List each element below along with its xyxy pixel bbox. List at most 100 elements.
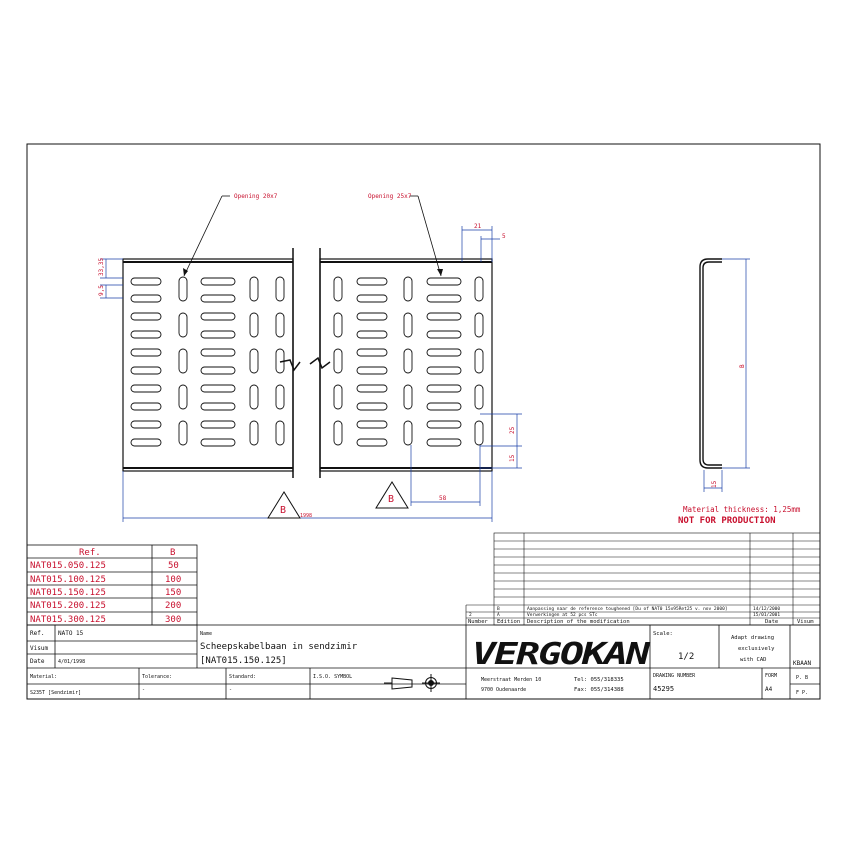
drawing-name-line2: [NAT015.150.125] <box>200 656 287 666</box>
rev-a-text: Verwerkingen at 52 pcs STc <box>527 612 598 618</box>
horizontal-slot <box>130 294 162 303</box>
dim-profile-height: B <box>739 364 746 368</box>
horizontal-slot <box>356 348 388 357</box>
rev-b-date: 14/12/2000 <box>753 606 780 612</box>
vertical-slot <box>403 348 413 374</box>
dim-right-15: 15 <box>509 454 516 462</box>
horizontal-slot <box>356 366 388 375</box>
horizontal-slot <box>130 312 162 321</box>
standard-value: - <box>229 687 232 693</box>
horizontal-slot <box>130 420 162 429</box>
vertical-slot <box>249 276 259 302</box>
b-row-3: 200 <box>165 601 181 611</box>
rev-b-edition: B <box>497 606 500 612</box>
code: KBAAN <box>793 660 811 667</box>
dim-top-5: 5 <box>502 233 506 240</box>
sheet-border <box>26 143 821 700</box>
scale-label: Scale: <box>653 631 673 637</box>
b-row-0: 50 <box>168 561 179 571</box>
dim-total-length: 1998 <box>300 513 312 519</box>
format-value: A4 <box>765 686 773 693</box>
page-label: P. B <box>796 675 808 681</box>
b-row-4: 300 <box>165 615 181 625</box>
plan-view <box>122 248 493 478</box>
break-zigzag-right <box>309 356 331 370</box>
visum-label: Visum <box>30 645 48 652</box>
vertical-slot <box>249 420 259 446</box>
rev-header-edition: Edition <box>497 619 520 625</box>
horizontal-slot <box>200 402 236 411</box>
vertical-slot <box>403 312 413 338</box>
standard-label: Standard: <box>229 674 256 680</box>
vertical-slot <box>333 312 343 338</box>
page-total: F P. <box>796 690 808 696</box>
right-panel-outline <box>319 258 493 472</box>
horizontal-slot <box>356 294 388 303</box>
vertical-slot <box>275 276 285 302</box>
vertical-slot <box>333 276 343 302</box>
reference-table <box>26 544 198 626</box>
vertical-slot <box>249 348 259 374</box>
section-marker-right: B <box>375 481 409 509</box>
dim-58: 58 <box>439 495 447 502</box>
ref-value: NATO 15 <box>58 630 84 637</box>
horizontal-slot <box>130 402 162 411</box>
break-zigzag-left <box>279 359 301 372</box>
vertical-slot <box>249 312 259 338</box>
horizontal-slot <box>130 438 162 447</box>
iso-projection-symbol <box>384 674 440 692</box>
drawing-number: 45295 <box>653 685 674 693</box>
reference-table-text: Ref. B NAT015.050.125 50 NAT015.100.125 … <box>30 548 181 625</box>
vertical-slot <box>275 348 285 374</box>
horizontal-slot <box>356 312 388 321</box>
section-marker-left: B <box>267 491 301 519</box>
svg-text:B: B <box>280 505 286 516</box>
horizontal-slot <box>130 348 162 357</box>
dimension-texts: 21 5 33,35 9,5 25 15 58 1998 B 15 <box>98 223 746 519</box>
opening-label-right: Opening 25x7 <box>368 193 412 200</box>
ref-row-1: NAT015.100.125 <box>30 575 106 585</box>
vertical-slot <box>474 312 484 338</box>
tolerance-label: Tolerance: <box>142 674 172 680</box>
ref-row-2: NAT015.150.125 <box>30 588 106 598</box>
horizontal-slot <box>356 330 388 339</box>
dim-profile-15: 15 <box>711 480 718 488</box>
vertical-slot <box>178 276 188 302</box>
horizontal-slot <box>200 330 236 339</box>
dim-left-33: 33,35 <box>98 258 105 276</box>
horizontal-slot <box>200 277 236 286</box>
rev-a-number: 2 <box>469 612 472 618</box>
vertical-slot <box>178 312 188 338</box>
horizontal-slot <box>426 402 462 411</box>
material-label: Material: <box>30 674 57 680</box>
rev-a-date: 15/01/2001 <box>753 612 780 618</box>
address-line2: 9700 Oudenaarde <box>481 687 526 693</box>
vertical-slot <box>403 420 413 446</box>
rev-header-date: Date <box>765 619 778 625</box>
vertical-slot <box>474 348 484 374</box>
horizontal-slot <box>130 277 162 286</box>
horizontal-slot <box>200 294 236 303</box>
ref-row-0: NAT015.050.125 <box>30 561 106 571</box>
vertical-slot <box>474 276 484 302</box>
vertical-slot <box>403 384 413 410</box>
scale-value: 1/2 <box>678 652 694 662</box>
adapt-note-1: Adapt drawing <box>731 635 774 641</box>
horizontal-slot <box>130 384 162 393</box>
material-thickness-note: Material thickness: 1,25mm <box>683 505 801 514</box>
horizontal-slot <box>200 366 236 375</box>
horizontal-slot <box>426 294 462 303</box>
horizontal-slot <box>426 420 462 429</box>
phone: Tel: 055/318335 <box>574 677 624 683</box>
vertical-slot <box>333 348 343 374</box>
horizontal-slot <box>356 277 388 286</box>
rev-a-edition: A <box>497 612 500 618</box>
name-label: Name <box>200 631 212 637</box>
horizontal-slot <box>426 312 462 321</box>
date-label: Date <box>30 658 45 665</box>
ref-label: Ref. <box>30 630 44 637</box>
ref-row-4: NAT015.300.125 <box>30 615 106 625</box>
title-block <box>26 624 821 700</box>
horizontal-slot <box>426 384 462 393</box>
vertical-slot <box>333 384 343 410</box>
